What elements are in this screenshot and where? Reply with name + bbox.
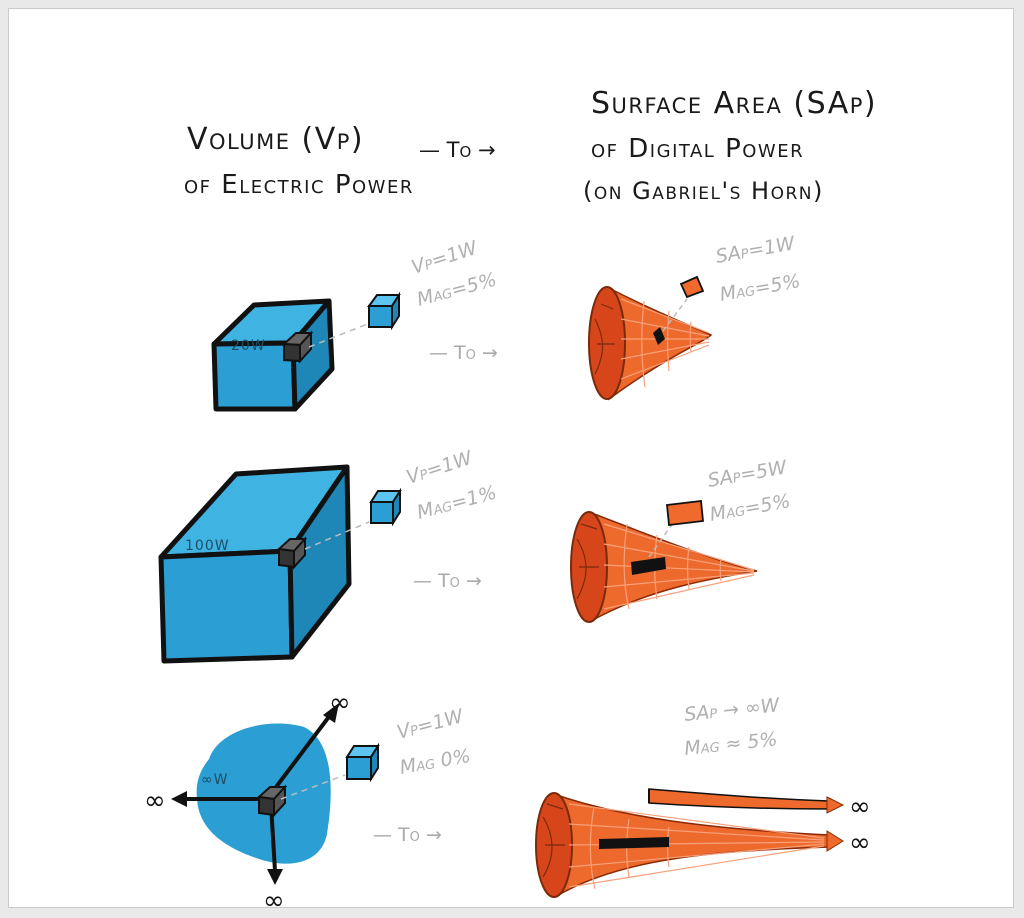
horn-infinite: ∞ [535, 792, 871, 899]
diagram-canvas: Volume (Vp) of Electric Power — To → Sur… [144, 86, 877, 909]
right-annotation-line2: Mag ≈ 5% [683, 728, 778, 760]
left-annotation-line1: Vp=1W [404, 447, 476, 489]
left-title-line2: of Electric Power [184, 170, 414, 200]
cube-label: 20W [231, 338, 266, 354]
left-annotation-line1: Vp=1W [409, 237, 481, 279]
row-1: 20W Vp=1W Mag=5% — To → SAp=1W Mag=5% [211, 232, 802, 412]
unit-cube-dark [256, 784, 288, 818]
horn-patch-black [599, 837, 669, 849]
cube-label: 100W [185, 538, 230, 554]
right-title-line2: of Digital Power [591, 134, 804, 164]
right-title-line3: (on Gabriel's Horn) [583, 177, 824, 205]
right-annotation-line1: SAp=1W [714, 232, 797, 268]
left-annotation-line2: Mag=1% [415, 482, 499, 524]
infinity-up: ∞ [329, 688, 351, 718]
unit-cube-dark [276, 536, 308, 570]
unit-cube-blue [369, 487, 402, 527]
cube-20w: 20W [211, 298, 335, 412]
unit-cube-blue [367, 291, 401, 331]
infinity-strip: ∞ [849, 792, 871, 822]
infinity-horn: ∞ [849, 828, 871, 858]
area-strip-infinite: ∞ [648, 788, 871, 822]
area-patch-orange [666, 499, 704, 527]
area-patch-orange [679, 275, 705, 299]
row-arrow: — To → [413, 570, 482, 592]
cube-100w: 100W [158, 464, 352, 664]
callout-line [308, 320, 376, 348]
row-3: ∞W ∞ ∞ ∞ Vp=1W Mag 0% — To → [144, 688, 871, 909]
right-annotation-line2: Mag=5% [708, 490, 792, 526]
horn-patch-black [631, 557, 666, 575]
blob-infinite-volume: ∞W ∞ ∞ ∞ [144, 688, 351, 909]
row-arrow: — To → [373, 824, 442, 846]
horn-small [588, 285, 713, 401]
left-title-line1: Volume (Vp) [187, 122, 364, 157]
illustration-frame: Volume (Vp) of Electric Power — To → Sur… [8, 8, 1014, 909]
header-arrow: — To → [419, 138, 496, 162]
horn-medium [570, 510, 758, 623]
cube-label: ∞W [201, 772, 229, 788]
right-annotation-line2: Mag=5% [718, 270, 802, 306]
horn-patch-black [653, 327, 665, 345]
unit-cube-dark [281, 330, 314, 364]
row-2: 100W Vp=1W Mag=1% — To → SAp=5W Mag=5% [158, 447, 792, 664]
right-title-line1: Surface Area (SAp) [591, 86, 877, 121]
row-arrow: — To → [429, 342, 498, 364]
infinity-down: ∞ [263, 886, 285, 909]
unit-cube-blue [345, 742, 380, 783]
infinity-left: ∞ [144, 786, 166, 816]
header: Volume (Vp) of Electric Power — To → Sur… [184, 86, 877, 205]
left-annotation-line2: Mag 0% [398, 745, 472, 779]
right-annotation-line1: SAp=5W [706, 456, 789, 492]
right-annotation-line1: SAp → ∞W [683, 694, 781, 726]
left-annotation-line1: Vp=1W [395, 705, 467, 744]
